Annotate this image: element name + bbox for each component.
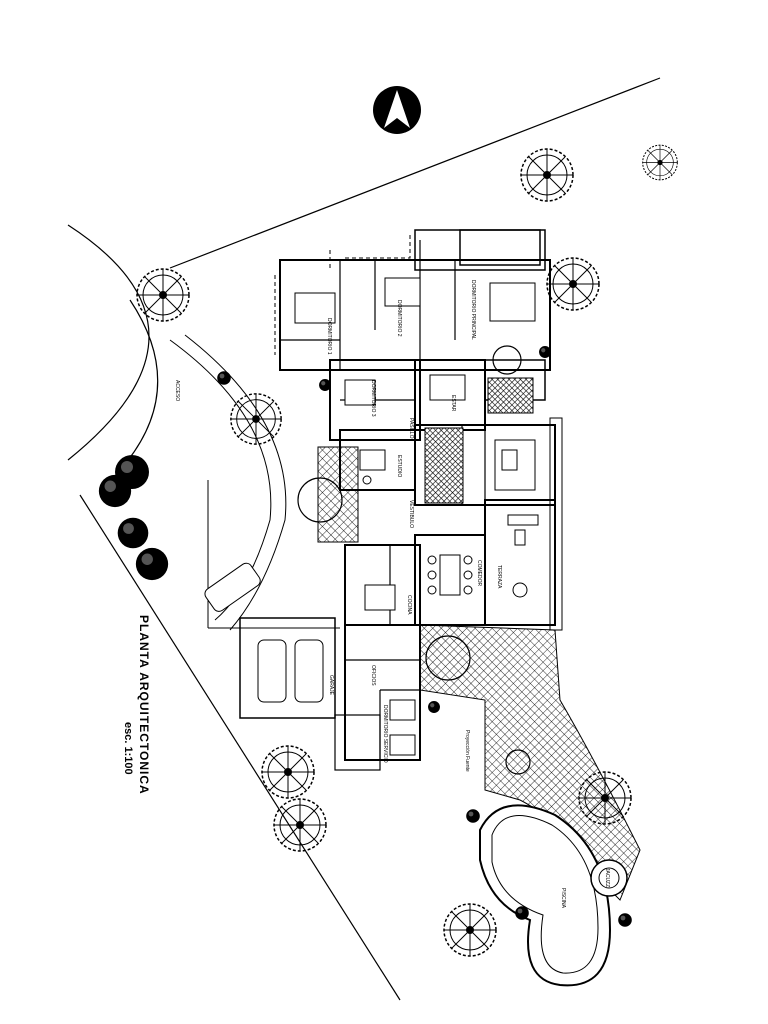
label-vestibulo: VESTIBULO: [408, 500, 414, 528]
label-dormitorio-principal: DORMITORIO PRINCIPAL: [470, 280, 476, 340]
label-terraza: TERRAZA: [496, 565, 502, 589]
label-acceso: ACCESO: [174, 380, 180, 401]
drawing-scale: esc. 1:100: [122, 722, 134, 775]
house-walls: [239, 229, 563, 771]
property-boundary: [67, 77, 661, 1001]
north-arrow-icon: [373, 86, 421, 134]
drawing-title: PLANTA ARQUITECTONICA: [137, 615, 151, 795]
label-piscina: PISCINA: [560, 888, 566, 909]
label-fuente: Proyección Fuente: [464, 730, 470, 772]
title-block: PLANTA ARQUITECTONICA esc. 1:100: [122, 615, 151, 795]
label-dormitorio-2: DORMITORIO 2: [396, 300, 402, 337]
round-features: [297, 345, 531, 775]
label-dormitorio-servicio: DORMITORIO SERVICIO: [382, 705, 388, 763]
label-jacuzzi: JACUZZI: [604, 868, 610, 889]
label-pasillo: PASILLO: [408, 418, 414, 439]
label-estudio: ESTUDIO: [396, 455, 402, 477]
room-labels: DORMITORIO 1 DORMITORIO 2 DORMITORIO PRI…: [174, 280, 610, 909]
furniture: [359, 374, 539, 611]
label-dormitorio-1: DORMITORIO 1: [326, 318, 332, 355]
label-garaje: GARAJE: [328, 675, 334, 696]
beds: [294, 277, 536, 756]
label-oficios: OFICIOS: [370, 665, 376, 686]
label-comedor: COMEDOR: [476, 560, 482, 587]
label-dormitorio-3: DORMITORIO 3: [370, 380, 376, 417]
parked-cars: [204, 562, 324, 703]
interior-partitions: [280, 240, 486, 760]
label-estar: ESTAR: [450, 395, 456, 412]
label-cocina: COCINA: [406, 595, 412, 615]
